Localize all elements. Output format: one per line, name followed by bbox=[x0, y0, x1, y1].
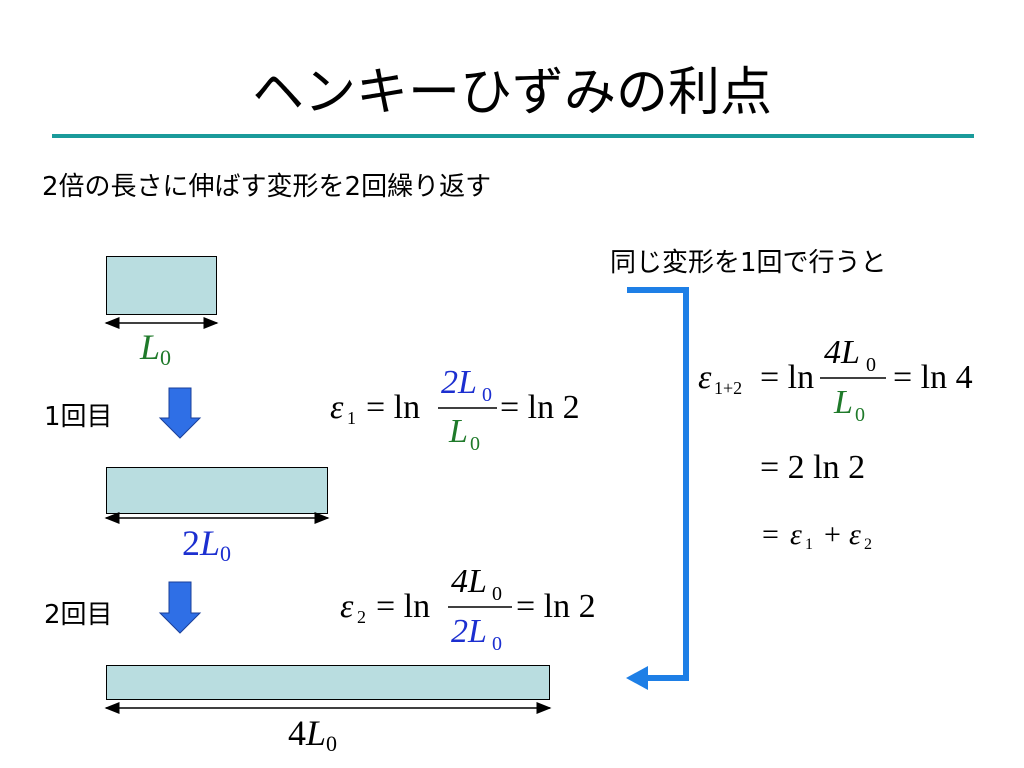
bar-original bbox=[106, 256, 217, 315]
eq1-num-sub: 0 bbox=[482, 384, 492, 406]
eq2-den: 2L bbox=[451, 613, 487, 650]
eq3-lhs: ε bbox=[698, 359, 712, 396]
eq3-den-sub: 0 bbox=[855, 404, 865, 426]
side-note: 同じ変形を1回で行うと bbox=[610, 248, 887, 278]
eq3-rhs: = ln 4 bbox=[893, 359, 973, 396]
bracket-arrowhead bbox=[626, 666, 648, 690]
eq2-num-sub: 0 bbox=[492, 583, 502, 605]
bracket-arrow bbox=[627, 287, 689, 681]
eq3-num: 4L bbox=[824, 334, 860, 371]
eq1-rhs: = ln 2 bbox=[500, 389, 580, 426]
bar-stretched-4x bbox=[106, 665, 550, 700]
eq3-line3-plus: + bbox=[824, 518, 841, 551]
eq2-num: 4L bbox=[451, 563, 487, 600]
dim-label-2x: 2L0 bbox=[182, 523, 232, 566]
eq3-op: = ln bbox=[760, 359, 814, 396]
eq1-den: L bbox=[448, 413, 468, 450]
dim-label-original: L0 bbox=[140, 327, 172, 370]
eq3-line3-a-sub: 1 bbox=[805, 536, 813, 553]
eq3-num-sub: 0 bbox=[866, 354, 876, 376]
eq2-lhs: ε bbox=[340, 588, 354, 625]
eq1-op: = ln bbox=[366, 389, 420, 426]
eq2-op: = ln bbox=[376, 588, 430, 625]
eq1-lhs-sub: 1 bbox=[347, 408, 356, 428]
dim-label-4x: 4L0 bbox=[288, 713, 338, 756]
step-label-2: 2回目 bbox=[44, 600, 113, 630]
eq1-lhs: ε bbox=[330, 389, 344, 426]
slide-title: ヘンキーひずみの利点 bbox=[251, 63, 772, 123]
eq3-den: L bbox=[833, 384, 853, 421]
down-arrow-step2 bbox=[158, 581, 202, 634]
eq1-num: 2L bbox=[441, 364, 477, 401]
eq3-line3-b-sub: 2 bbox=[864, 536, 872, 553]
title-rule bbox=[52, 134, 974, 138]
eq3-line3-eq: = bbox=[762, 518, 779, 551]
subtitle: 2倍の長さに伸ばす変形を2回繰り返す bbox=[42, 172, 492, 202]
eq2-rhs: = ln 2 bbox=[516, 588, 596, 625]
step-label-1: 1回目 bbox=[44, 402, 113, 432]
down-arrow-step1 bbox=[158, 387, 202, 439]
eq2-den-sub: 0 bbox=[492, 633, 502, 655]
eq1-den-sub: 0 bbox=[470, 433, 480, 455]
eq2-lhs-sub: 2 bbox=[357, 607, 366, 627]
eq3-line3-a: ε bbox=[790, 518, 802, 551]
eq3-line2: = 2 ln 2 bbox=[760, 449, 865, 486]
eq3-line3-b: ε bbox=[849, 518, 861, 551]
eq3-lhs-sub: 1+2 bbox=[714, 378, 742, 398]
